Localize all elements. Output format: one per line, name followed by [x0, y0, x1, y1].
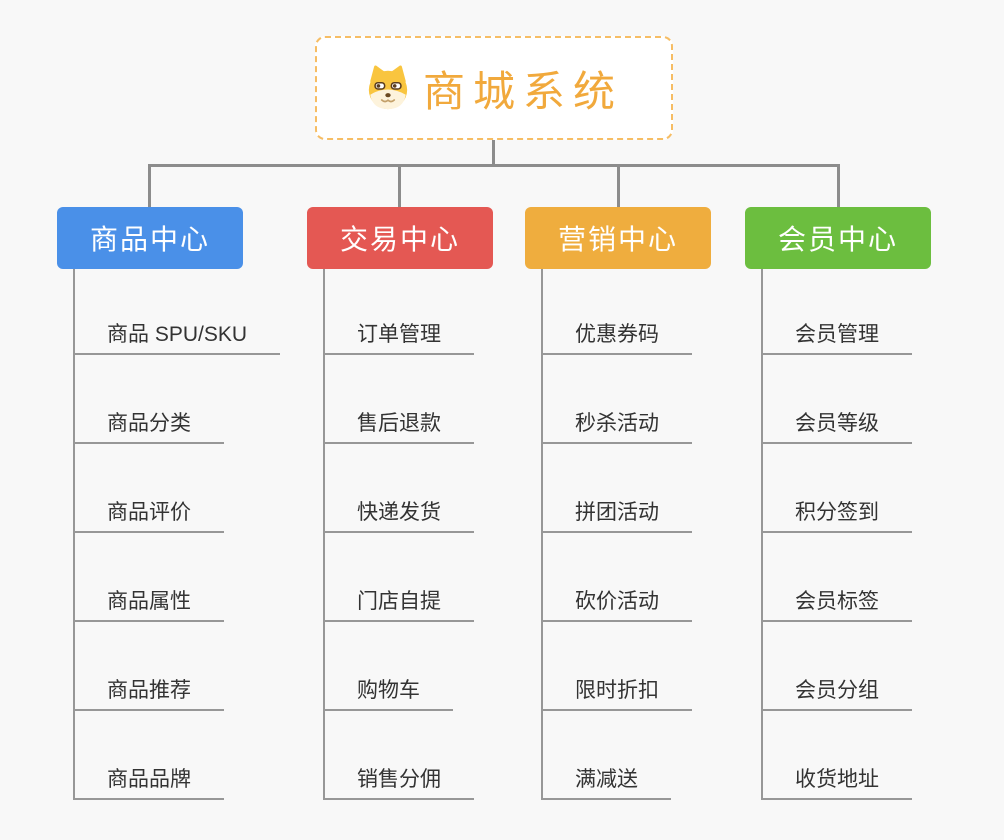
root-node-mall-system[interactable]: 商城系统	[315, 36, 673, 140]
connector-bus	[148, 164, 840, 167]
leaf-node[interactable]: 商品分类	[75, 355, 224, 444]
connector-drop-trade	[398, 164, 401, 209]
leaf-node[interactable]: 砍价活动	[543, 533, 692, 622]
leaf-column-product: 商品 SPU/SKU 商品分类 商品评价 商品属性 商品推荐 商品品牌	[73, 269, 281, 800]
leaf-node[interactable]: 积分签到	[763, 444, 912, 533]
leaf-node[interactable]: 商品 SPU/SKU	[75, 269, 281, 355]
connector-drop-product	[148, 164, 151, 209]
leaf-node[interactable]: 收货地址	[763, 711, 912, 800]
leaf-column-trade: 订单管理 售后退款 快递发货 门店自提 购物车 销售分佣	[323, 269, 474, 800]
connector-root-stem	[492, 140, 495, 165]
leaf-node[interactable]: 秒杀活动	[543, 355, 692, 444]
leaf-node[interactable]: 会员管理	[763, 269, 912, 355]
branch-node-member-center[interactable]: 会员中心	[745, 207, 931, 269]
leaf-node[interactable]: 快递发货	[325, 444, 474, 533]
leaf-node[interactable]: 限时折扣	[543, 622, 692, 711]
leaf-node[interactable]: 会员标签	[763, 533, 912, 622]
leaf-node[interactable]: 商品评价	[75, 444, 224, 533]
leaf-node[interactable]: 门店自提	[325, 533, 474, 622]
connector-drop-member	[837, 164, 840, 209]
root-title: 商城系统	[422, 67, 623, 115]
branch-node-trade-center[interactable]: 交易中心	[307, 207, 493, 269]
leaf-column-marketing: 优惠券码 秒杀活动 拼团活动 砍价活动 限时折扣 满减送	[541, 269, 692, 800]
leaf-node[interactable]: 购物车	[325, 622, 453, 711]
leaf-node[interactable]: 销售分佣	[325, 711, 474, 800]
branch-node-product-center[interactable]: 商品中心	[57, 207, 243, 269]
leaf-node[interactable]: 商品推荐	[75, 622, 224, 711]
leaf-node[interactable]: 售后退款	[325, 355, 474, 444]
connector-drop-marketing	[617, 164, 620, 209]
doge-icon	[368, 65, 408, 110]
leaf-node[interactable]: 优惠券码	[543, 269, 692, 355]
leaf-node[interactable]: 订单管理	[325, 269, 474, 355]
leaf-node[interactable]: 商品品牌	[75, 711, 224, 800]
leaf-node[interactable]: 会员分组	[763, 622, 912, 711]
branch-node-marketing-center[interactable]: 营销中心	[525, 207, 711, 269]
leaf-node[interactable]: 会员等级	[763, 355, 912, 444]
leaf-node[interactable]: 拼团活动	[543, 444, 692, 533]
leaf-node[interactable]: 商品属性	[75, 533, 224, 622]
leaf-column-member: 会员管理 会员等级 积分签到 会员标签 会员分组 收货地址	[761, 269, 912, 800]
leaf-node[interactable]: 满减送	[543, 711, 671, 800]
